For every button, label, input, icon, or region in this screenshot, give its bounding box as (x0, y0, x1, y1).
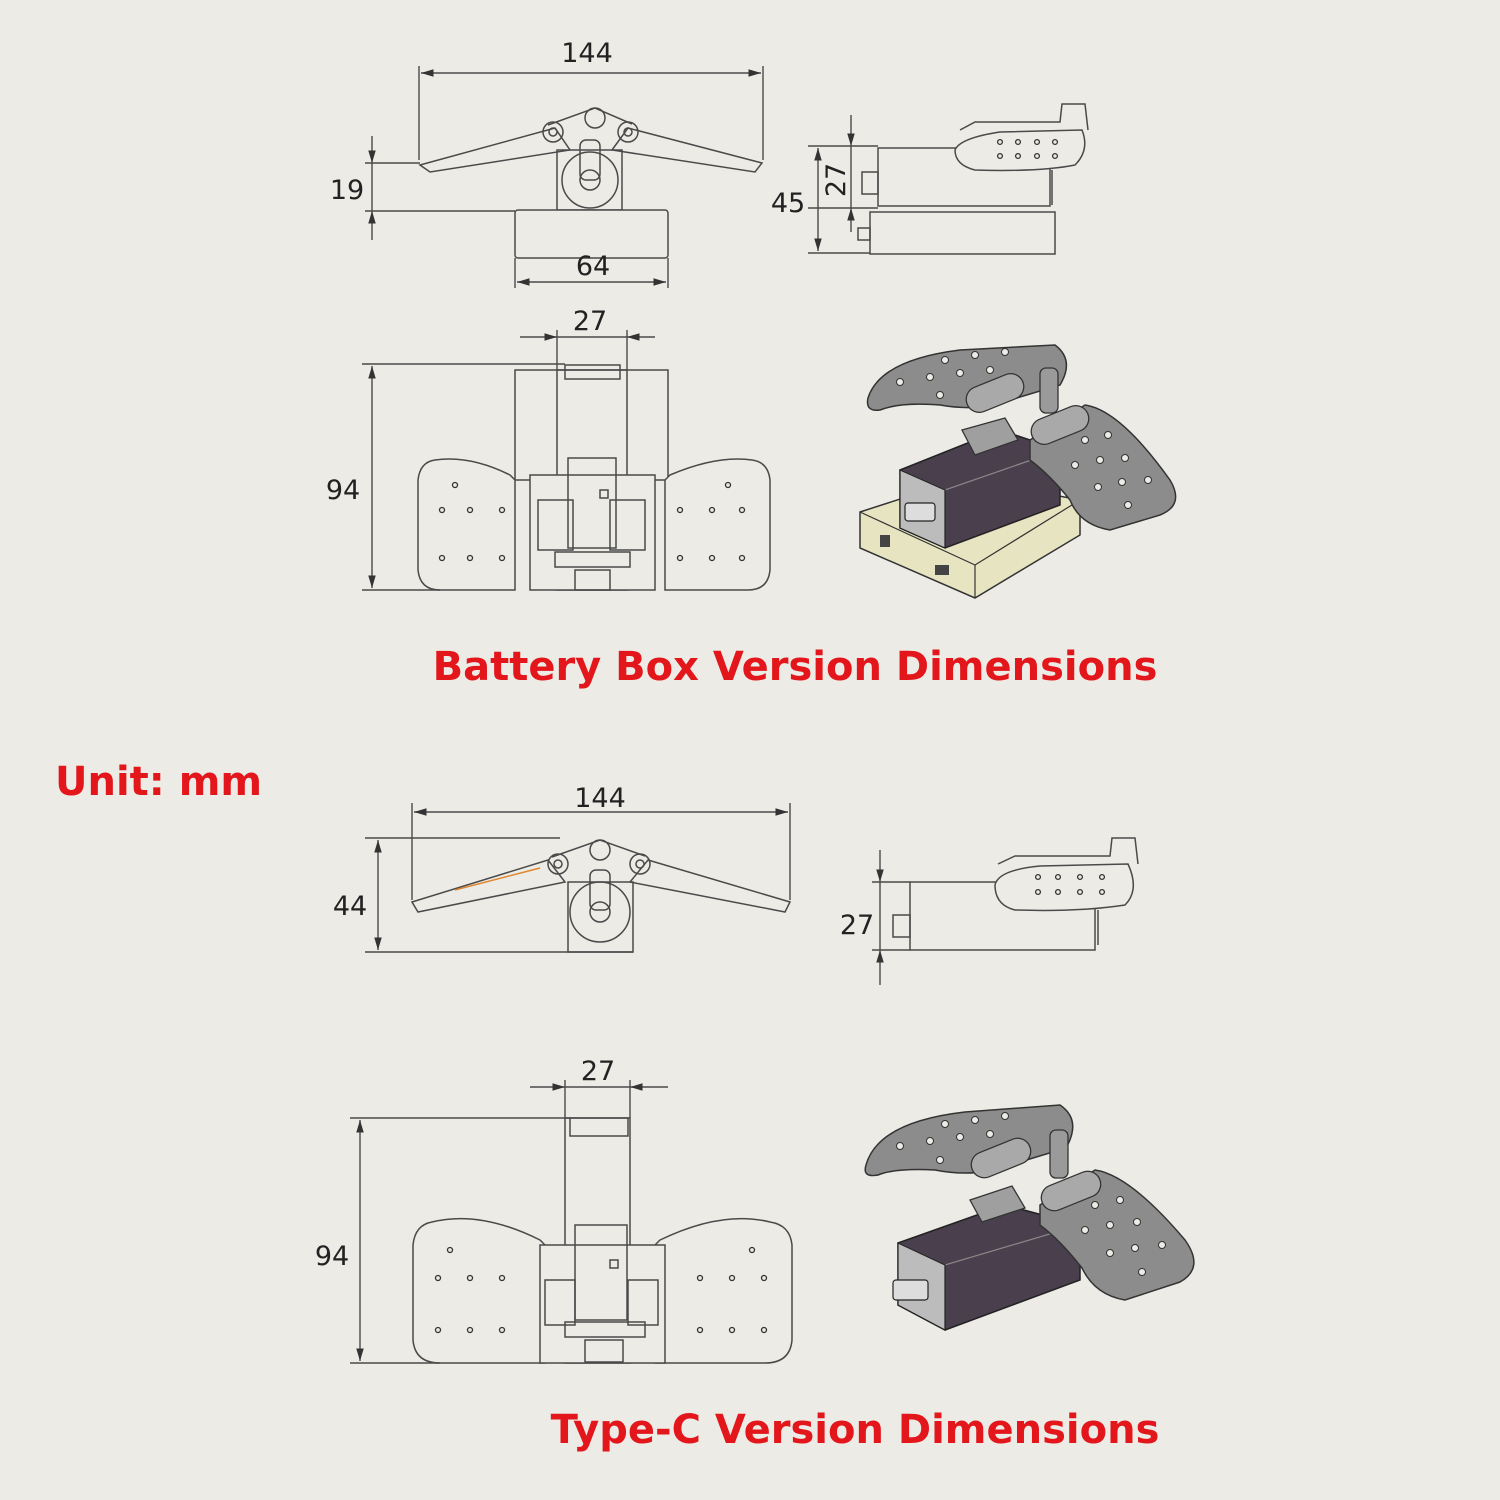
typec-version-heading: Type-C Version Dimensions (551, 1407, 1160, 1453)
typec-front-height-label: 44 (333, 891, 367, 922)
typec-version-side-view: 27 (840, 837, 1139, 985)
unit-label: Unit: mm (55, 759, 262, 805)
battery-top-servo-width-label: 27 (573, 306, 607, 337)
battery-version-top-view: 27 94 (326, 306, 771, 591)
battery-version-side-view: 45 27 (771, 103, 1089, 255)
battery-front-width-label: 144 (561, 38, 613, 69)
typec-version-front-view: 144 44 (333, 783, 792, 953)
typec-version-top-view: 27 94 (315, 1056, 793, 1364)
battery-front-height-label: 19 (330, 175, 364, 206)
typec-top-plate-holes (434, 1246, 768, 1334)
battery-version-heading: Battery Box Version Dimensions (433, 644, 1158, 690)
typec-top-depth-label: 94 (315, 1241, 349, 1272)
typec-version-3d-render (864, 1104, 1195, 1331)
battery-side-outer-height-label: 45 (771, 188, 805, 219)
battery-top-plate-holes (438, 481, 746, 562)
typec-front-width-label: 144 (574, 783, 626, 814)
battery-side-inner-height-label: 27 (821, 163, 852, 197)
battery-top-depth-label: 94 (326, 475, 360, 506)
battery-base-width-label: 64 (576, 251, 610, 282)
typec-side-height-label: 27 (840, 910, 874, 941)
typec-top-servo-width-label: 27 (581, 1056, 615, 1087)
battery-version-front-view: 144 19 64 (330, 38, 764, 288)
battery-version-3d-render (859, 344, 1177, 599)
